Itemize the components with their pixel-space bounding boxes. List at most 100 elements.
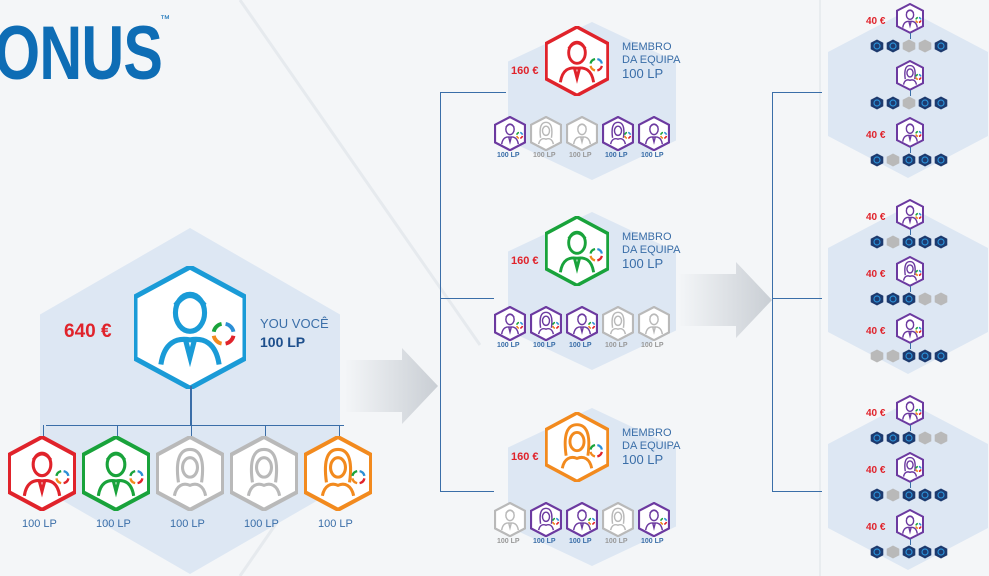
tree-line bbox=[772, 92, 773, 492]
level-dot bbox=[918, 349, 932, 363]
sub-member-avatar bbox=[530, 502, 562, 538]
level-dot bbox=[886, 235, 900, 249]
person-icon bbox=[602, 306, 634, 342]
person-icon bbox=[82, 436, 150, 511]
level-dot bbox=[870, 153, 884, 167]
level-dot bbox=[918, 545, 932, 559]
level-dot bbox=[934, 235, 948, 249]
hexagon-dot-icon bbox=[870, 488, 884, 502]
level-dot bbox=[886, 545, 900, 559]
hexagon-dot-icon bbox=[918, 153, 932, 167]
member-earnings: 160 € bbox=[511, 255, 539, 267]
person-icon bbox=[896, 60, 924, 91]
sub-member-points: 100 LP bbox=[569, 538, 592, 545]
person-icon bbox=[494, 306, 526, 342]
member-points: 100 LP bbox=[622, 66, 664, 81]
hexagon-dot-icon bbox=[918, 488, 932, 502]
hexagon-dot-icon bbox=[886, 488, 900, 502]
hexagon-dot-icon bbox=[870, 545, 884, 559]
hexagon-dot-icon bbox=[886, 39, 900, 53]
person-icon bbox=[638, 502, 670, 538]
hexagon-dot-icon bbox=[918, 545, 932, 559]
sub-member-points: 100 LP bbox=[497, 152, 520, 159]
level-dot bbox=[886, 96, 900, 110]
hexagon-dot-icon bbox=[918, 96, 932, 110]
level-dot bbox=[870, 292, 884, 306]
tree-line bbox=[265, 425, 266, 441]
hexagon-dot-icon bbox=[902, 431, 916, 445]
tree-line bbox=[440, 298, 494, 299]
sub-group-avatar bbox=[896, 60, 924, 91]
sub-group-earnings: 40 € bbox=[866, 465, 886, 476]
sub-member-avatar bbox=[494, 502, 526, 538]
level-dot bbox=[918, 39, 932, 53]
person-icon bbox=[896, 256, 924, 287]
trademark-symbol: ™ bbox=[160, 14, 170, 25]
sub-group-hexagon-bg bbox=[828, 206, 988, 374]
sub-member-avatar bbox=[530, 306, 562, 342]
level-dot bbox=[918, 153, 932, 167]
team-member-points: 100 LP bbox=[318, 518, 353, 530]
level-dot bbox=[902, 96, 916, 110]
person-icon bbox=[896, 3, 924, 34]
hexagon-dot-icon bbox=[902, 235, 916, 249]
hexagon-dot-icon bbox=[934, 96, 948, 110]
sub-member-points: 100 LP bbox=[497, 342, 520, 349]
person-icon bbox=[896, 509, 924, 540]
hexagon-dot-icon bbox=[902, 488, 916, 502]
sub-group-avatar bbox=[896, 395, 924, 426]
sub-group-earnings: 40 € bbox=[866, 326, 886, 337]
team-member-points: 100 LP bbox=[96, 518, 131, 530]
person-icon bbox=[602, 502, 634, 538]
level-dot bbox=[870, 96, 884, 110]
hexagon-dot-icon bbox=[886, 292, 900, 306]
tree-line bbox=[910, 33, 911, 39]
you-earnings: 640 € bbox=[64, 321, 112, 342]
person-icon bbox=[566, 116, 598, 152]
member-avatar bbox=[545, 26, 609, 97]
sub-group-avatar bbox=[896, 256, 924, 287]
hexagon-dot-icon bbox=[886, 431, 900, 445]
sub-member-points: 100 LP bbox=[605, 152, 628, 159]
tree-line bbox=[440, 491, 494, 492]
sub-member-avatar bbox=[494, 306, 526, 342]
tree-line bbox=[43, 425, 44, 441]
member-label: DA EQUIPA bbox=[622, 244, 681, 256]
level-dot bbox=[886, 349, 900, 363]
hexagon-dot-icon bbox=[918, 431, 932, 445]
tree-line bbox=[910, 229, 911, 235]
hexagon-dot-icon bbox=[886, 153, 900, 167]
level-dot bbox=[934, 349, 948, 363]
level-dot bbox=[902, 431, 916, 445]
person-icon bbox=[134, 266, 246, 390]
level-dot bbox=[870, 235, 884, 249]
hexagon-dot-icon bbox=[870, 39, 884, 53]
member-points: 100 LP bbox=[622, 256, 664, 271]
team-member-avatar bbox=[304, 436, 372, 511]
member-earnings: 160 € bbox=[511, 451, 539, 463]
hexagon-dot-icon bbox=[902, 96, 916, 110]
level-dot bbox=[934, 153, 948, 167]
member-label: MEMBRO bbox=[622, 41, 672, 53]
tree-line bbox=[772, 491, 822, 492]
hexagon-dot-icon bbox=[902, 292, 916, 306]
you-points: 100 LP bbox=[260, 334, 306, 350]
level-dot bbox=[870, 39, 884, 53]
level-dot bbox=[870, 349, 884, 363]
tree-line bbox=[440, 92, 506, 93]
tree-line bbox=[910, 147, 911, 153]
sub-group-avatar bbox=[896, 199, 924, 230]
tree-line bbox=[772, 298, 822, 299]
hexagon-dot-icon bbox=[886, 349, 900, 363]
sub-group-avatar bbox=[896, 3, 924, 34]
level-dot bbox=[934, 292, 948, 306]
person-icon bbox=[896, 395, 924, 426]
hexagon-dot-icon bbox=[918, 349, 932, 363]
hexagon-dot-icon bbox=[934, 349, 948, 363]
level-dot bbox=[886, 39, 900, 53]
level-dot bbox=[902, 488, 916, 502]
person-icon bbox=[638, 306, 670, 342]
team-member-avatar bbox=[230, 436, 298, 511]
hexagon-dot-icon bbox=[886, 545, 900, 559]
sub-group-earnings: 40 € bbox=[866, 16, 886, 27]
